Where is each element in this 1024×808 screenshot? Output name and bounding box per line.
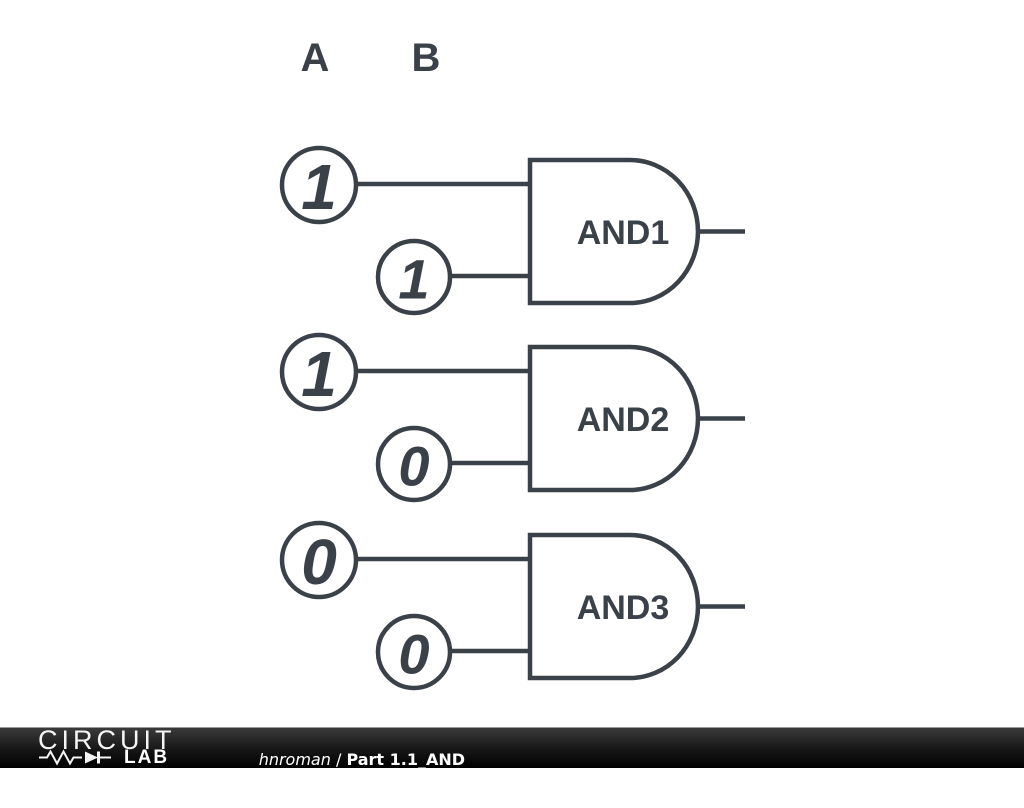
gate-label-2: AND2 — [577, 401, 670, 439]
circuitlab-logo: CIRCUIT LAB — [38, 730, 176, 766]
circuitlab-export-page: A B 1 1 AND1 1 0 AND2 — [0, 0, 1024, 768]
author-name: hnroman — [259, 750, 331, 769]
input-value-b1: 1 — [398, 248, 429, 311]
gate-row-2: 1 0 AND2 — [282, 335, 745, 500]
input-value-b3: 0 — [398, 623, 429, 686]
column-label-b: B — [412, 36, 441, 80]
schematic-title: Part 1.1_AND — [346, 750, 465, 769]
resistor-diode-icon — [39, 749, 123, 766]
author-title-line: hnroman / Part 1.1_AND — [218, 730, 515, 789]
separator: / — [331, 750, 347, 769]
footer-attribution: hnroman / Part 1.1_AND http://circuitlab… — [218, 730, 515, 808]
input-value-a3: 0 — [301, 526, 337, 598]
gate-row-3: 0 0 AND3 — [282, 523, 745, 688]
input-value-a2: 1 — [301, 338, 337, 410]
gate-label-3: AND3 — [577, 589, 670, 627]
circuit-canvas: A B 1 1 AND1 1 0 AND2 — [0, 0, 1024, 727]
input-value-a1: 1 — [301, 151, 337, 223]
schematic-url: http://circuitlab.com/cx7bnp5dq28nv — [218, 789, 515, 808]
gate-row-1: 1 1 AND1 — [282, 148, 745, 313]
gate-label-1: AND1 — [577, 214, 670, 252]
logo-text-lab: LAB — [124, 749, 169, 766]
column-label-a: A — [301, 36, 330, 80]
input-value-b2: 0 — [398, 435, 429, 498]
footer-bar: CIRCUIT LAB hnroman / Part 1.1_AND http:… — [0, 727, 1024, 768]
